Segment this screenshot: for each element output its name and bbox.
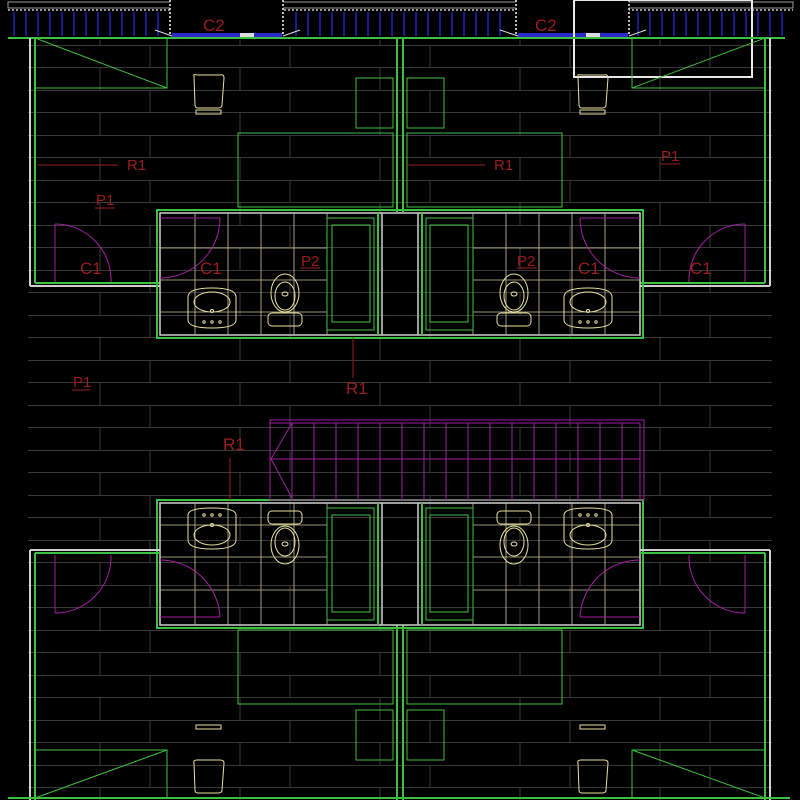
label-p1-corridor: P1	[73, 374, 91, 391]
sinks	[187, 287, 613, 550]
label-window-c2-right: C2	[535, 16, 557, 35]
sink-upper-right	[563, 287, 613, 329]
toilet-lower-right	[496, 510, 532, 565]
shower-trays	[326, 217, 474, 621]
label-r1-corridor: R1	[346, 379, 368, 398]
label-p2-bath-left: P2	[301, 253, 319, 270]
toilet-lower-left	[267, 510, 303, 565]
label-p1-top-left: P1	[96, 192, 114, 209]
sink-lower-right	[563, 507, 613, 550]
furniture	[34, 37, 766, 799]
staircase	[269, 419, 645, 501]
chairs	[193, 74, 609, 794]
label-window-c2-left: C2	[203, 16, 225, 35]
label-r1-top-left: R1	[127, 157, 146, 174]
annotation-labels: C2 C2 R1 R1 P1 P1 C1 C1 P2 P2 C1 C1 P1 R…	[73, 16, 712, 454]
label-p2-bath-right: P2	[517, 253, 535, 270]
label-p1-top-right: P1	[661, 148, 679, 165]
label-r1-top-right: R1	[494, 157, 513, 174]
toilet-upper-left	[267, 273, 303, 327]
label-c1-bath-left: C1	[200, 259, 222, 278]
label-c1-room-left: C1	[80, 259, 102, 278]
leader-lines	[38, 163, 680, 500]
label-r1-stair: R1	[223, 435, 245, 454]
label-c1-room-right: C1	[690, 259, 712, 278]
toilet-upper-right	[496, 273, 532, 327]
top-facade	[7, 0, 794, 37]
label-c1-bath-right: C1	[578, 259, 600, 278]
sink-upper-left	[187, 287, 237, 329]
toilets	[267, 273, 532, 565]
sink-lower-left	[187, 507, 237, 550]
door-swings	[54, 217, 746, 618]
